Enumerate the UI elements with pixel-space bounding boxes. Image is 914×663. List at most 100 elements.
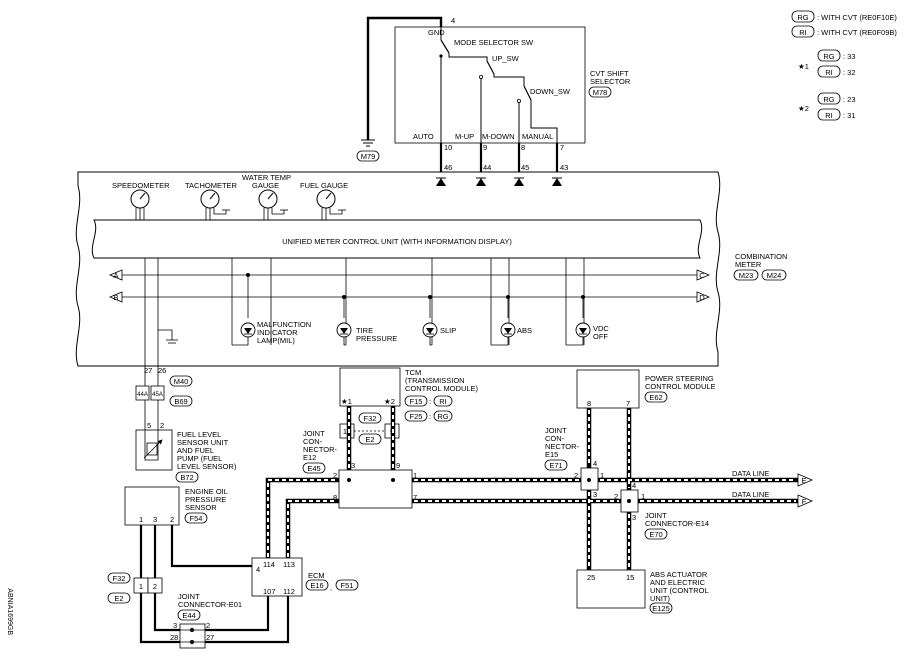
diode-manual <box>552 178 562 186</box>
abs-label-2: AND ELECTRIC <box>650 578 706 587</box>
e15-pin-4: 4 <box>593 459 597 468</box>
ecm-f51-tag <box>335 579 359 591</box>
e15-pin-2: 2 <box>574 471 578 480</box>
e12-pin-1: 1 <box>413 471 417 480</box>
mode-switch-blade <box>440 39 450 54</box>
abs-connector: E125 <box>652 604 670 613</box>
ecm-pin-114: 114 <box>263 560 275 569</box>
diode-m-down <box>514 178 524 186</box>
e12-label-4: E12 <box>303 453 316 462</box>
fuel-conn-44a: 44A <box>137 392 148 398</box>
node-a: A <box>113 271 118 280</box>
mil-label-1: MALFUNCTION <box>257 320 311 329</box>
ecm-f51: F51 <box>341 581 354 590</box>
tachometer-label: TACHOMETER <box>185 181 238 190</box>
e15-label-3: NECTOR- <box>545 442 580 451</box>
tcm-separator-1: : <box>429 397 431 406</box>
e15-connector: E71 <box>549 461 562 470</box>
power-steering-connector: E62 <box>649 393 662 402</box>
node-f: F <box>802 497 807 506</box>
e14-junction-dot <box>627 499 631 503</box>
water-temp-label-2: GAUGE <box>252 181 279 190</box>
tcm-box <box>339 367 401 407</box>
e01-f32-tag <box>107 572 131 584</box>
node-b: B <box>113 293 118 302</box>
junction-dot <box>506 295 510 299</box>
ecm-label: ECM <box>308 571 325 580</box>
e12-f32-tag <box>358 412 382 424</box>
e14-pin-2: 2 <box>614 492 618 501</box>
cvt-shift-selector: CVT SHIFT SELECTOR M78 GND 4 MODE SELECT… <box>394 16 631 152</box>
legend-rg-text: : WITH CVT (RE0F10E) <box>817 13 897 22</box>
tcm-separator-2: : <box>429 412 431 421</box>
e14-pin-4: 4 <box>632 481 636 490</box>
e15-junction-dot <box>587 478 591 482</box>
combo-meter-label-1: COMBINATION <box>735 252 787 261</box>
fuel-conn-b69: B69 <box>174 397 187 406</box>
e01-pin-28: 28 <box>170 633 178 642</box>
fuel-sensor-label-2: SENSOR UNIT <box>177 438 229 447</box>
junction-dot <box>246 273 250 277</box>
power-steering-label-1: POWER STEERING <box>645 374 714 383</box>
gnd-thick-wire <box>366 16 443 140</box>
water-temp-label-1: WATER TEMP <box>242 173 291 182</box>
abs-lamp-icon <box>500 322 516 338</box>
cvt-selector-connector-tag <box>588 86 612 98</box>
node-e: E <box>801 476 806 485</box>
e12-junction-dot <box>347 478 351 482</box>
variable-resistor-icon <box>146 442 158 456</box>
tcm-rg-tag <box>433 410 453 422</box>
ground-m79-tag <box>356 150 380 162</box>
tcm-star1: ★1 <box>341 397 352 406</box>
power-steering-label-2: CONTROL MODULE <box>645 382 716 391</box>
tcm-f25-tag <box>404 410 428 422</box>
mil-label-3: LAMP(MIL) <box>257 336 295 345</box>
vdc-label-1: VDC <box>593 324 609 333</box>
legend-star1-ri-tag-text: RI <box>825 68 833 77</box>
fuel-conn-m40-tag <box>169 375 193 387</box>
e01-label-2: CONNECTOR-E01 <box>178 600 242 609</box>
e01-pin-1: 1 <box>139 582 143 591</box>
auto-label: AUTO <box>413 132 434 141</box>
pin-m-down: 8 <box>521 143 525 152</box>
legend-star2-ri-tag-text: RI <box>825 111 833 120</box>
fuel-sensor-label-3: AND FUEL <box>177 446 214 455</box>
tcm-star2: ★2 <box>384 397 395 406</box>
oil-sensor-label-1: ENGINE OIL <box>185 487 228 496</box>
node-c-arrow <box>696 269 711 281</box>
tire-label-1: TIRE <box>356 326 373 335</box>
e14-pin-3: 3 <box>632 513 636 522</box>
ecm-e16: E16 <box>310 581 323 590</box>
pin-26: 26 <box>158 366 166 375</box>
diode-auto <box>436 178 446 186</box>
oil-pin-3: 3 <box>153 515 157 524</box>
legend-star1-rg-text: : 33 <box>843 52 856 61</box>
e12-f32: F32 <box>364 414 377 423</box>
node-d: D <box>699 293 705 302</box>
tcm-ri-tag <box>433 395 453 407</box>
legend-rg-tag-text: RG <box>797 13 808 22</box>
power-steering-group: POWER STEERING CONTROL MODULE E62 8 7 <box>576 369 716 409</box>
node-a-arrow <box>108 269 123 281</box>
ecm-pin-107: 107 <box>263 587 276 596</box>
tcm-rg: RG <box>437 412 448 421</box>
fuel-conn-b69-tag <box>169 395 193 407</box>
e15-label-1: JOINT <box>545 426 567 435</box>
mode-to-up-wire <box>448 53 488 61</box>
fuel-sensor-label-5: LEVEL SENSOR) <box>177 462 237 471</box>
e15-pin-1: 1 <box>600 471 604 480</box>
side-reference-code: ABNIA1699GB <box>6 588 13 635</box>
legend-ri-tag-text: RI <box>799 28 807 37</box>
ecm-group: ECM E16 , F51 4 114 113 107 112 <box>251 557 359 597</box>
e14-label-2: CONNECTOR-E14 <box>645 519 709 528</box>
e15-connector-tag <box>544 459 568 471</box>
abs-label-3: UNIT (CONTROL <box>650 586 709 595</box>
mil-label-2: INDICATOR <box>257 328 298 337</box>
legend-ri-tag <box>791 25 815 38</box>
abs-actuator-box <box>576 569 646 609</box>
ps-pin-7: 7 <box>626 399 630 408</box>
legend-star2-rg-tag <box>817 92 841 105</box>
mode-selector-sw-label: MODE SELECTOR SW <box>454 38 534 47</box>
data-line-label-1: DATA LINE <box>732 469 769 478</box>
combination-meter: 46 44 45 43 SPEEDOMETER TACHOMETER WATER <box>75 163 787 375</box>
